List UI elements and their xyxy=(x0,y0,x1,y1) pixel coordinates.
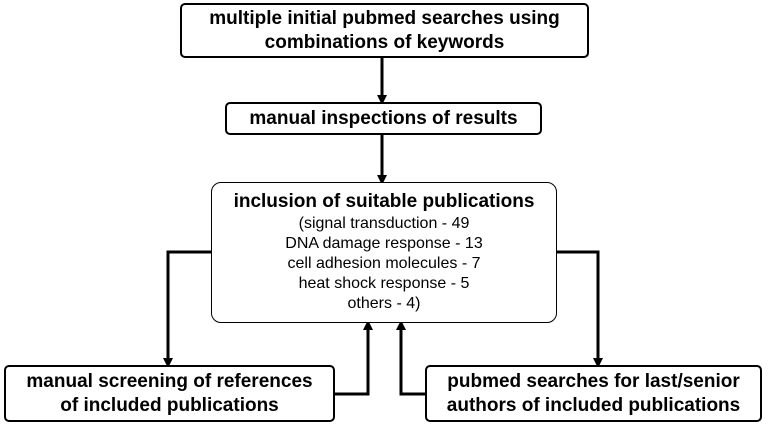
arrow-inclusion-to-reference-screening xyxy=(163,250,211,368)
node-inclusion-detail: (signal transduction - 49 xyxy=(298,214,470,232)
node-author-searches: pubmed searches for last/senior authors … xyxy=(425,365,762,422)
node-manual-inspection-label: manual inspections of results xyxy=(249,107,518,129)
arrow-inclusion-to-author-searches xyxy=(557,250,603,368)
arrow-author-searches-to-inclusion xyxy=(396,320,425,396)
node-inclusion-detail: cell adhesion molecules - 7 xyxy=(287,254,481,272)
node-author-searches-line-2: authors of included publications xyxy=(446,394,741,416)
arrow-reference-screening-to-inclusion xyxy=(335,320,373,396)
node-initial-searches: multiple initial pubmed searches using c… xyxy=(180,3,589,58)
node-reference-screening-line-1: manual screening of references xyxy=(26,370,313,392)
node-initial-searches-line-1: multiple initial pubmed searches using xyxy=(209,7,560,29)
node-manual-inspection: manual inspections of results xyxy=(225,102,542,135)
node-reference-screening-line-2: of included publications xyxy=(60,394,279,416)
node-inclusion-detail: heat shock response - 5 xyxy=(298,274,470,292)
node-inclusion-detail: others - 4) xyxy=(347,294,421,312)
node-inclusion-detail: DNA damage response - 13 xyxy=(285,234,483,252)
node-reference-screening: manual screening of references of includ… xyxy=(4,365,335,422)
node-inclusion-title: inclusion of suitable publications xyxy=(233,190,535,212)
node-inclusion: inclusion of suitable publications (sign… xyxy=(211,182,557,323)
node-author-searches-line-1: pubmed searches for last/senior xyxy=(447,370,740,392)
node-initial-searches-line-2: combinations of keywords xyxy=(264,31,505,53)
